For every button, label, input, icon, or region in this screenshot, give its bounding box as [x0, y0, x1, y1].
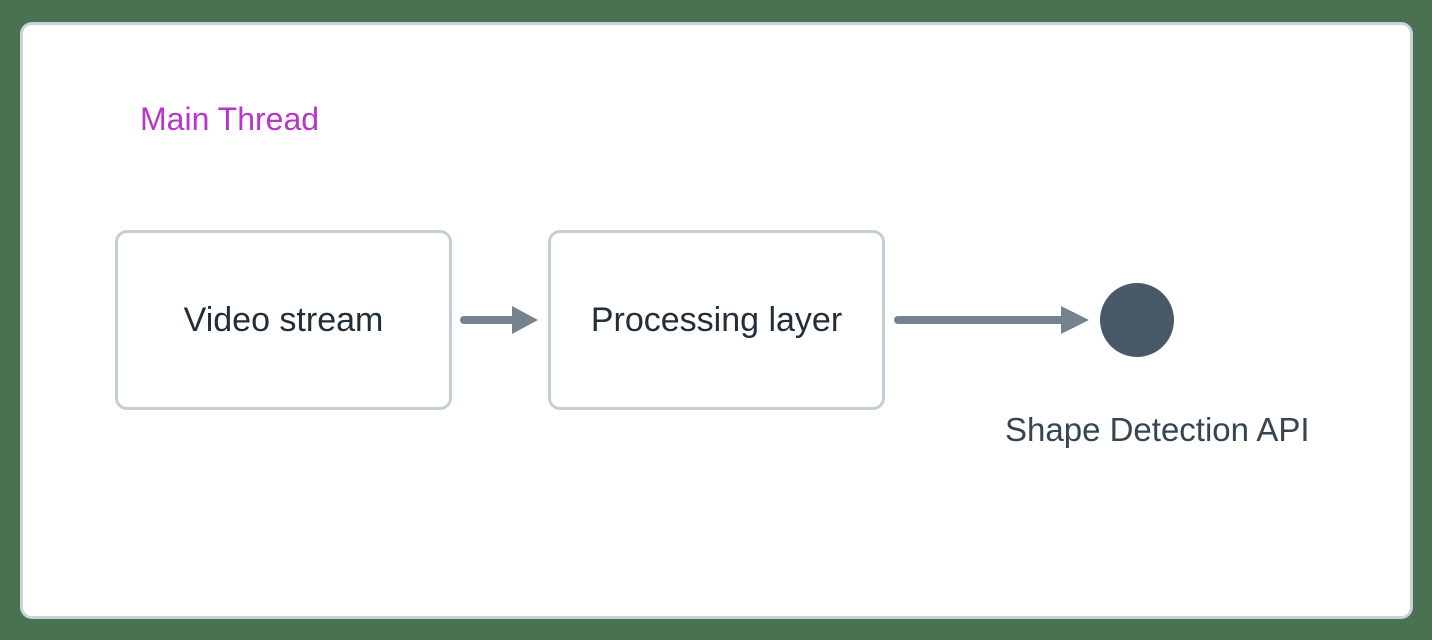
lane-label: Main Thread	[140, 101, 320, 137]
arrow-right-icon	[460, 306, 538, 334]
node-shape-detection-circle	[1100, 283, 1174, 357]
node-shape-detection-label: Shape Detection API	[1005, 411, 1310, 448]
node-processing-layer: Processing layer	[548, 230, 885, 410]
arrow-right-icon	[894, 306, 1089, 334]
node-video-stream-label: Video stream	[183, 300, 384, 339]
node-video-stream: Video stream	[115, 230, 452, 410]
node-processing-layer-label: Processing layer	[590, 300, 843, 339]
